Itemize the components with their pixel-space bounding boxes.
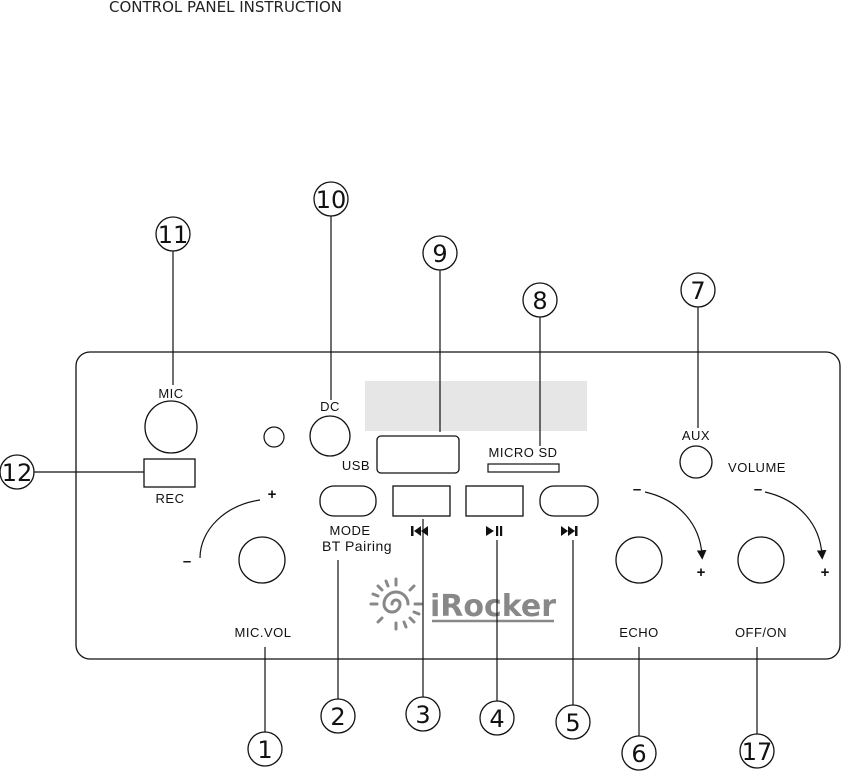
leader-lines (34, 214, 758, 736)
micro-sd-label: MICRO SD (489, 445, 558, 460)
callout-10: 10 (313, 181, 349, 217)
callout-3: 3 (405, 696, 441, 732)
off-on-volume-knob[interactable] (737, 536, 785, 584)
sun-spiral-icon (369, 577, 423, 631)
display-window (365, 381, 587, 431)
callout-1: 1 (247, 731, 283, 767)
echo-arc (644, 491, 707, 560)
aux-label: AUX (682, 428, 710, 443)
svg-text:3: 3 (415, 701, 430, 729)
skip-next-icon (561, 526, 578, 536)
mic-jack[interactable] (144, 400, 198, 454)
svg-text:12: 12 (2, 459, 33, 487)
svg-text:8: 8 (532, 287, 547, 315)
next-button[interactable] (539, 485, 599, 517)
svg-text:11: 11 (158, 221, 189, 249)
callout-12: 12 (0, 454, 35, 490)
mic-vol-arc (199, 499, 261, 559)
bt-pairing-label: BT Pairing (322, 538, 392, 554)
aux-jack[interactable] (679, 445, 713, 479)
volume-plus: + (821, 564, 830, 581)
svg-text:2: 2 (330, 703, 345, 731)
echo-minus: – (633, 481, 641, 498)
volume-arc (764, 491, 827, 560)
echo-knob[interactable] (615, 536, 663, 584)
brand-logo: iRocker (430, 589, 556, 624)
usb-port[interactable] (376, 435, 460, 474)
callout-7: 7 (680, 272, 716, 308)
dc-jack[interactable] (309, 415, 351, 457)
svg-text:1: 1 (257, 736, 272, 764)
mic-vol-minus: – (183, 553, 191, 570)
mode-button[interactable] (319, 485, 377, 517)
svg-text:9: 9 (432, 240, 447, 268)
callout-8: 8 (522, 282, 558, 318)
volume-minus: – (754, 481, 762, 498)
volume-label: VOLUME (728, 460, 786, 475)
rec-label: REC (156, 491, 185, 506)
mic-vol-knob[interactable] (238, 536, 286, 584)
callout-6: 6 (621, 735, 657, 771)
svg-text:5: 5 (565, 709, 580, 737)
echo-label: ECHO (619, 625, 659, 640)
play-pause-button[interactable] (465, 485, 524, 517)
dc-label: DC (320, 399, 340, 414)
svg-text:4: 4 (489, 705, 504, 733)
callout-4: 4 (479, 700, 515, 736)
off-on-label: OFF/ON (735, 625, 787, 640)
callout-5: 5 (555, 704, 591, 740)
callout-11: 11 (155, 216, 191, 252)
panel-frame (75, 351, 841, 660)
indicator-led (263, 426, 285, 448)
svg-text:10: 10 (316, 186, 347, 214)
svg-text:7: 7 (690, 277, 705, 305)
micro-sd-slot[interactable] (487, 463, 560, 473)
page-title: CONTROL PANEL INSTRUCTION (109, 0, 342, 16)
callout-2: 2 (320, 698, 356, 734)
play-pause-icon (486, 526, 503, 536)
svg-text:17: 17 (742, 738, 773, 766)
mic-vol-label: MIC.VOL (235, 625, 292, 640)
usb-label: USB (342, 458, 370, 473)
svg-text:6: 6 (631, 740, 646, 768)
skip-previous-icon (411, 526, 428, 536)
mic-label: MIC (158, 386, 183, 401)
callout-9: 9 (422, 235, 458, 271)
rec-button[interactable] (143, 458, 196, 488)
prev-button[interactable] (392, 485, 451, 517)
callout-17: 17 (739, 733, 775, 769)
mic-vol-plus: + (268, 486, 277, 503)
echo-plus: + (697, 564, 706, 581)
mode-label: MODE (330, 523, 371, 538)
